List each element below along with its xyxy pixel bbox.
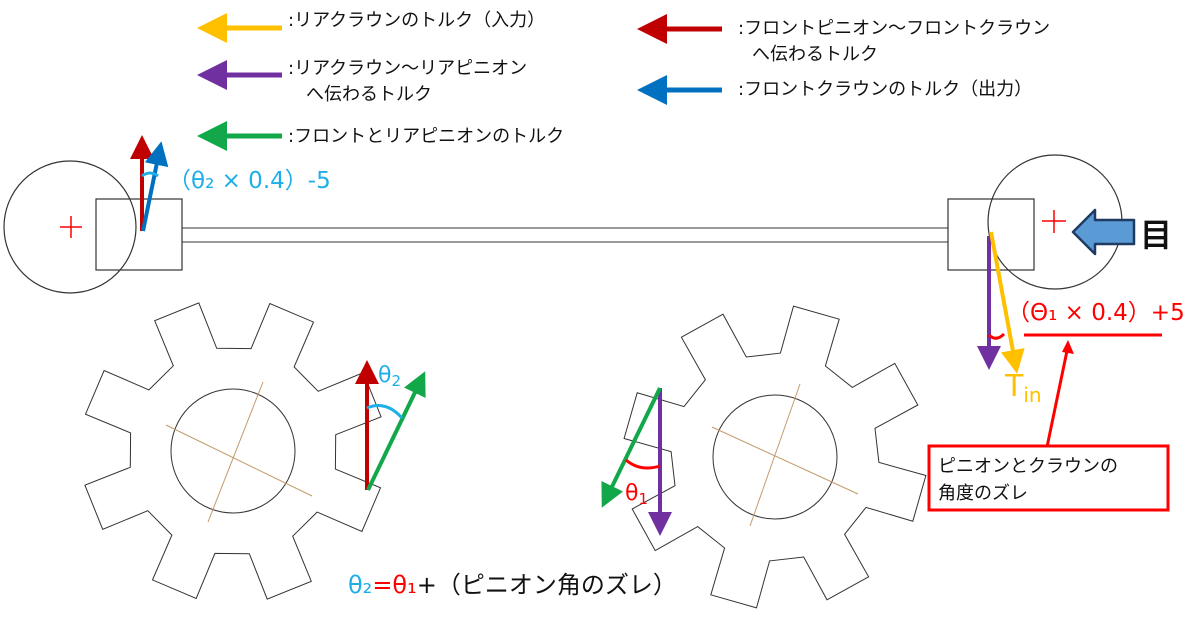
rear-angle-label: （Θ₁ × 0.4）+5 xyxy=(1007,300,1185,326)
theta2-label: θ2 xyxy=(378,363,401,390)
callout-text-line1: ピニオンとクラウンの xyxy=(938,456,1118,477)
pinion-green-arrow xyxy=(601,387,662,508)
view-direction-arrow-icon xyxy=(1071,208,1136,256)
callout-leader-head xyxy=(1062,340,1074,354)
theta2-arc xyxy=(366,404,404,420)
rear-torque-arrows: （Θ₁ × 0.4）+5 Tin xyxy=(977,231,1185,407)
eye-label: 目 xyxy=(1140,216,1172,254)
front-pinion-housing xyxy=(95,198,183,271)
tin-subscript: in xyxy=(1023,383,1041,407)
front-pinion-gear xyxy=(84,302,382,600)
callout-leader xyxy=(1045,345,1070,448)
rear-pinion-arrows: θ1 xyxy=(601,387,672,536)
gear-hub xyxy=(170,388,296,514)
angle-offset-callout: ピニオンとクラウンの 角度のズレ xyxy=(927,340,1170,512)
theta1-arc xyxy=(625,458,661,470)
angle-formula: θ₂=θ₁+（ピニオン角のズレ） xyxy=(348,571,677,599)
legend: :リアクラウンのトルク（入力） :リアクラウン～リアピニオン へ伝わるトルク :… xyxy=(197,10,1050,151)
theta1-subscript: 1 xyxy=(638,490,648,508)
gear-outline xyxy=(623,305,927,609)
gear-center-line xyxy=(711,426,859,495)
gear-hub xyxy=(712,394,838,520)
pinion-green-arrow xyxy=(366,371,426,491)
legend-label-cont: へ伝わるトルク xyxy=(752,44,878,65)
callout-text-line2: 角度のズレ xyxy=(938,483,1028,504)
front-crown-gear-outline xyxy=(3,160,137,294)
theta2-main: θ xyxy=(378,363,391,388)
gear-center-line xyxy=(165,424,313,497)
theta1-main: θ xyxy=(625,481,638,506)
formula-theta1: θ₁ xyxy=(392,571,416,599)
theta1-label: θ1 xyxy=(625,481,648,508)
legend-label: :リアクラウンのトルク（入力） xyxy=(288,10,545,31)
legend-label: :フロントピニオン～フロントクラウン xyxy=(738,18,1050,39)
viewpoint-indicator: 目 xyxy=(1071,208,1172,256)
legend-label: :リアクラウン～リアピニオン xyxy=(288,58,527,79)
gear-outline xyxy=(84,302,382,600)
tin-main: T xyxy=(1004,369,1024,404)
legend-item-rear-crown-input: :リアクラウンのトルク（入力） xyxy=(197,10,545,43)
rear-crown-input-arrow xyxy=(989,231,1025,374)
front-angle-label: （θ₂ × 0.4）-5 xyxy=(168,168,331,194)
legend-item-front-rear-pinion: :フロントとリアピニオンのトルク xyxy=(197,121,564,151)
theta2-subscript: 2 xyxy=(391,372,401,390)
gear-center-line xyxy=(749,383,801,527)
front-angle-arc xyxy=(141,171,159,178)
legend-item-rear-crown-to-rear-pinion: :リアクラウン～リアピニオン へ伝わるトルク xyxy=(197,58,527,105)
callout-box xyxy=(927,444,1170,512)
front-torque-arrows: （θ₂ × 0.4）-5 xyxy=(130,135,331,232)
formula-theta2: θ₂ xyxy=(348,571,372,599)
rear-pinion-gear xyxy=(623,305,927,609)
legend-item-front-pinion-to-front-crown: :フロントピニオン～フロントクラウン へ伝わるトルク xyxy=(637,14,1050,65)
legend-label: :フロントクラウンのトルク（出力） xyxy=(738,79,1032,100)
front-pinion-arrows: θ2 xyxy=(355,360,426,491)
legend-label: :フロントとリアピニオンのトルク xyxy=(288,126,564,147)
legend-label-cont: へ伝わるトルク xyxy=(306,84,432,105)
rear-angle-arc xyxy=(987,332,1006,340)
tin-label: Tin xyxy=(1004,369,1042,407)
formula-offset: +（ピニオン角のズレ） xyxy=(417,571,677,599)
front-crown-output-arrow xyxy=(141,141,169,232)
formula-equals: = xyxy=(372,571,392,599)
legend-item-front-crown-output: :フロントクラウンのトルク（出力） xyxy=(637,75,1032,105)
gear-center-line xyxy=(207,381,264,523)
